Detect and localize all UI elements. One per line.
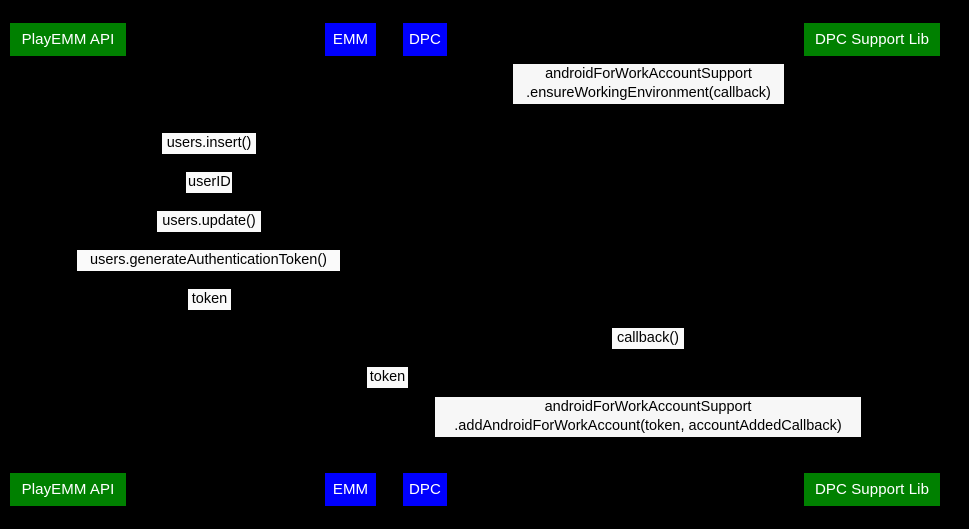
participant-label: EMM — [332, 31, 369, 48]
lifeline-emm — [350, 56, 351, 473]
message-users-update[interactable]: users.update() — [157, 211, 261, 232]
message-callback[interactable]: callback() — [612, 328, 684, 349]
message-generate-authentication-token[interactable]: users.generateAuthenticationToken() — [77, 250, 340, 271]
participant-playemm-api-bottom[interactable]: PlayEMM API — [10, 473, 126, 506]
message-token-to-emm[interactable]: token — [188, 289, 231, 310]
lifeline-dpc-support-lib — [872, 56, 873, 473]
participant-label: EMM — [332, 481, 369, 498]
participant-emm-top[interactable]: EMM — [325, 23, 376, 56]
participant-emm-bottom[interactable]: EMM — [325, 473, 376, 506]
participant-dpc-support-lib-top[interactable]: DPC Support Lib — [804, 23, 940, 56]
participant-dpc-top[interactable]: DPC — [403, 23, 447, 56]
message-add-android-for-work-account[interactable]: androidForWorkAccountSupport .addAndroid… — [435, 397, 861, 437]
participant-label: DPC — [409, 31, 441, 48]
participant-label: DPC Support Lib — [814, 31, 930, 48]
message-users-insert[interactable]: users.insert() — [162, 133, 256, 154]
participant-label: PlayEMM API — [21, 481, 115, 498]
lifeline-dpc — [425, 56, 426, 473]
message-token-to-dpc[interactable]: token — [367, 367, 408, 388]
participant-label: DPC Support Lib — [814, 481, 930, 498]
participant-dpc-support-lib-bottom[interactable]: DPC Support Lib — [804, 473, 940, 506]
participant-dpc-bottom[interactable]: DPC — [403, 473, 447, 506]
lifeline-playemm-api — [68, 56, 69, 473]
participant-label: PlayEMM API — [21, 31, 115, 48]
message-userid[interactable]: userID — [186, 172, 232, 193]
message-ensure-working-environment[interactable]: androidForWorkAccountSupport .ensureWork… — [513, 64, 784, 104]
participant-playemm-api-top[interactable]: PlayEMM API — [10, 23, 126, 56]
participant-label: DPC — [409, 481, 441, 498]
